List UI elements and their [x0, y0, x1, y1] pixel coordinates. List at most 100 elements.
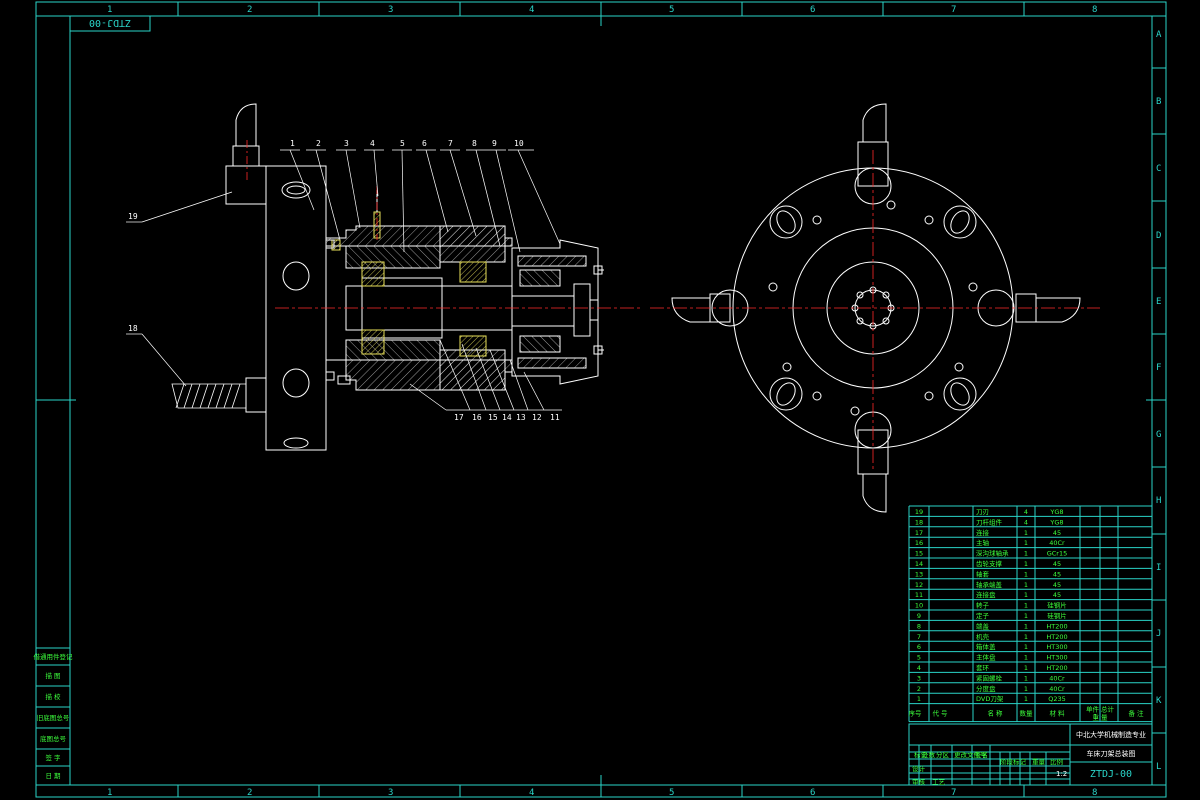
col-label: 4 — [529, 5, 534, 15]
balloon-number: 9 — [492, 139, 497, 148]
row-label: I — [1156, 563, 1161, 573]
part-qty: 1 — [1024, 695, 1028, 703]
part-material: 40Cr — [1049, 685, 1065, 693]
tb-label: 工艺 — [932, 778, 946, 786]
leader-lines — [126, 149, 562, 411]
col-label: 7 — [951, 5, 956, 15]
part-no: 3 — [917, 674, 921, 682]
col-label: 5 — [669, 788, 674, 798]
drill-bit-threads — [171, 383, 247, 409]
part-qty: 1 — [1024, 591, 1028, 599]
balloons-left: 19 18 — [128, 212, 138, 333]
part-material: 40Cr — [1049, 674, 1065, 682]
part-no: 14 — [915, 560, 923, 568]
row-label: A — [1156, 30, 1162, 40]
col-label: 4 — [529, 788, 534, 798]
part-material: Q235 — [1048, 695, 1066, 703]
balloon-number: 13 — [516, 413, 526, 422]
part-no: 13 — [915, 570, 923, 578]
part-no: 2 — [917, 685, 921, 693]
part-name: 机壳 — [976, 632, 990, 641]
part-qty: 4 — [1024, 508, 1028, 516]
part-no: 5 — [917, 654, 921, 662]
part-no: 12 — [915, 581, 923, 589]
header-weight-sub: 重 量 — [1092, 714, 1108, 722]
part-material: 45 — [1053, 570, 1061, 578]
col-label: 3 — [388, 788, 393, 798]
part-name: DVD刀架 — [976, 695, 1004, 703]
part-no: 1 — [917, 695, 921, 703]
header-qty: 数量 — [1020, 709, 1034, 718]
part-name: 齿轮支撑 — [976, 559, 1003, 568]
part-material: 硅钢片 — [1047, 611, 1067, 620]
side-panel-item: 日 期 — [45, 772, 61, 780]
col-label: 8 — [1092, 5, 1097, 15]
part-name: 深沟球轴承 — [976, 549, 1009, 558]
col-label: 2 — [247, 788, 252, 798]
part-material: HT200 — [1046, 622, 1067, 630]
row-label: H — [1156, 496, 1161, 506]
side-panel-item: 签 字 — [45, 753, 61, 762]
col-label: 8 — [1092, 788, 1097, 798]
row-label: E — [1156, 297, 1161, 307]
drawing-title: 车床刀架总装图 — [1087, 749, 1136, 758]
balloon-number: 5 — [400, 139, 405, 148]
row-label: D — [1156, 231, 1161, 241]
part-no: 10 — [915, 602, 923, 610]
part-qty: 1 — [1024, 529, 1028, 537]
part-material: HT300 — [1046, 643, 1067, 651]
column-labels-top: 1 2 3 4 5 6 7 8 — [107, 5, 1097, 15]
balloon-number: 16 — [472, 413, 482, 422]
part-material: 45 — [1053, 529, 1061, 537]
part-qty: 1 — [1024, 539, 1028, 547]
column-dividers — [177, 2, 1025, 797]
drawing-number-mirrored: ZTDJ-00 — [89, 17, 131, 28]
part-name: 刀杆组件 — [976, 517, 1003, 526]
balloon-number: 1 — [290, 139, 295, 148]
side-panel-item: 借通用件登记 — [34, 652, 74, 661]
balloon-number: 7 — [448, 139, 453, 148]
part-name: 连接盘 — [976, 590, 996, 599]
col-label: 3 — [388, 5, 393, 15]
col-label: 2 — [247, 5, 252, 15]
balloon-number: 3 — [344, 139, 349, 148]
col-label: 5 — [669, 5, 674, 15]
part-qty: 1 — [1024, 560, 1028, 568]
part-name: 连接 — [976, 528, 990, 537]
part-qty: 4 — [1024, 518, 1028, 526]
row-label: L — [1156, 762, 1161, 772]
tb-label: 签名 — [975, 750, 988, 759]
side-panel-item: 底图总号 — [40, 734, 67, 743]
row-label: F — [1156, 363, 1161, 373]
part-material: YG8 — [1049, 518, 1063, 526]
header-code: 代 号 — [932, 709, 948, 718]
part-qty: 1 — [1024, 622, 1028, 630]
part-qty: 1 — [1024, 674, 1028, 682]
tb-label: 阶段标记 — [1000, 757, 1027, 766]
part-no: 18 — [915, 518, 923, 526]
tb-label: 分区 — [936, 750, 950, 759]
row-label: J — [1156, 629, 1161, 639]
tb-label: 重量 — [1032, 758, 1046, 766]
scale-value: 1:2 — [1056, 770, 1067, 778]
part-material: 40Cr — [1049, 539, 1065, 547]
row-label: G — [1156, 430, 1161, 440]
balloon-number: 10 — [514, 139, 524, 148]
side-panel-item: 描 图 — [45, 671, 60, 680]
col-label: 6 — [810, 788, 815, 798]
side-panel-item: 旧底图总号 — [37, 713, 70, 722]
col-label: 1 — [107, 788, 112, 798]
tb-label: 更改文件号 — [954, 750, 987, 759]
row-labels: A B C D E F G H I J K L — [1156, 30, 1162, 772]
part-name: 套环 — [976, 663, 990, 672]
part-qty: 1 — [1024, 570, 1028, 578]
balloon-number: 18 — [128, 324, 138, 333]
part-qty: 1 — [1024, 643, 1028, 651]
balloon-number: 15 — [488, 413, 498, 422]
part-material: HT200 — [1046, 633, 1067, 641]
tb-label: 比例 — [1050, 757, 1063, 766]
part-qty: 1 — [1024, 654, 1028, 662]
part-qty: 1 — [1024, 602, 1028, 610]
tb-label: 审核 — [912, 777, 926, 786]
